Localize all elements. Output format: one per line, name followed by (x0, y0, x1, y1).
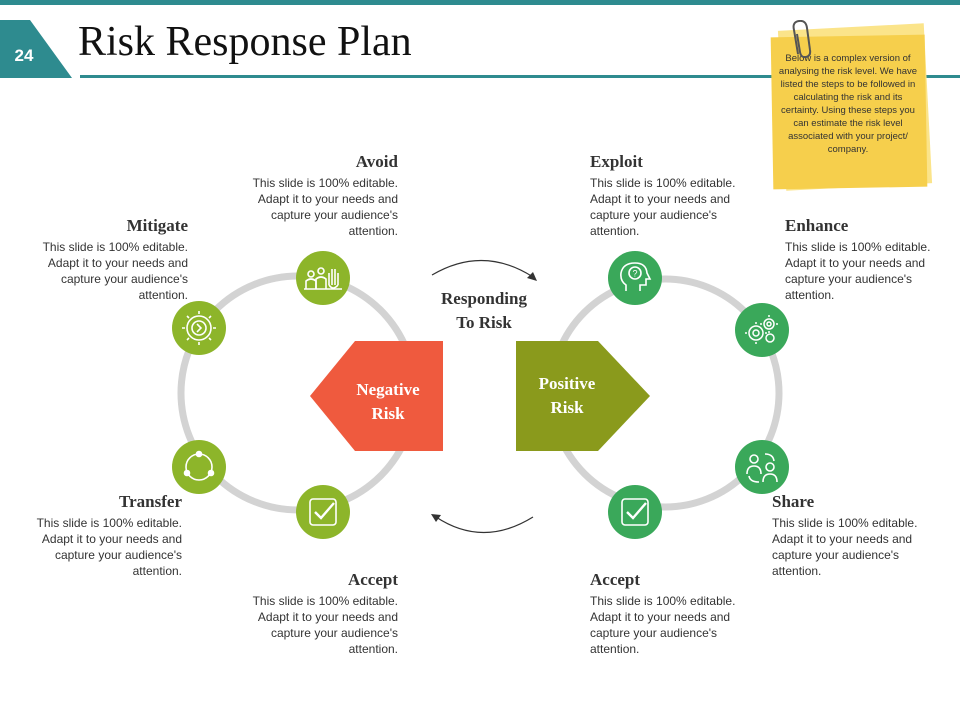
transfer-icon (172, 440, 226, 494)
positive-accept-heading: Accept (590, 570, 641, 589)
transfer-heading: Transfer (119, 492, 182, 511)
share-icon (735, 440, 789, 494)
positive-accept-icon (608, 485, 662, 539)
exploit-description: This slide is 100% editable. Adapt it to… (590, 176, 736, 238)
negative-accept-heading: Accept (347, 570, 398, 589)
share-description: This slide is 100% editable. Adapt it to… (772, 516, 918, 578)
share-heading: Share (772, 492, 815, 511)
title-underline (80, 75, 960, 78)
top-accent-line (0, 0, 960, 5)
avoid-description: This slide is 100% editable. Adapt it to… (252, 176, 398, 238)
page-title: Risk Response Plan (78, 19, 412, 65)
negative-accept-icon (296, 485, 350, 539)
mitigate-heading: Mitigate (126, 216, 188, 235)
enhance-description: This slide is 100% editable. Adapt it to… (785, 240, 931, 302)
bottom-curved-arrow (435, 516, 534, 533)
slide-number-badge (0, 20, 72, 78)
negative-accept-description: This slide is 100% editable. Adapt it to… (252, 594, 398, 656)
sticky-note-text: Below is a complex version of analysing … (778, 53, 918, 155)
positive-risk-shape (516, 341, 650, 451)
positive-risk-label: Positive Risk (538, 374, 596, 417)
responding-to-risk-label: Responding To Risk (441, 289, 527, 332)
top-curved-arrow (431, 259, 534, 278)
mitigate-icon (172, 301, 226, 355)
enhance-heading: Enhance (785, 216, 849, 235)
paperclip-icon (792, 20, 812, 59)
positive-accept-description: This slide is 100% editable. Adapt it to… (590, 594, 736, 656)
exploit-heading: Exploit (590, 152, 643, 171)
slide-number: 24 (14, 46, 34, 65)
exploit-icon: ? (608, 251, 662, 305)
avoid-heading: Avoid (355, 152, 398, 171)
transfer-description: This slide is 100% editable. Adapt it to… (36, 516, 182, 578)
negative-risk-label: Negative Risk (356, 380, 420, 423)
svg-text:?: ? (633, 269, 638, 279)
enhance-icon (735, 303, 789, 357)
avoid-icon (296, 251, 350, 305)
negative-risk-shape (310, 341, 443, 451)
mitigate-description: This slide is 100% editable. Adapt it to… (42, 240, 188, 302)
